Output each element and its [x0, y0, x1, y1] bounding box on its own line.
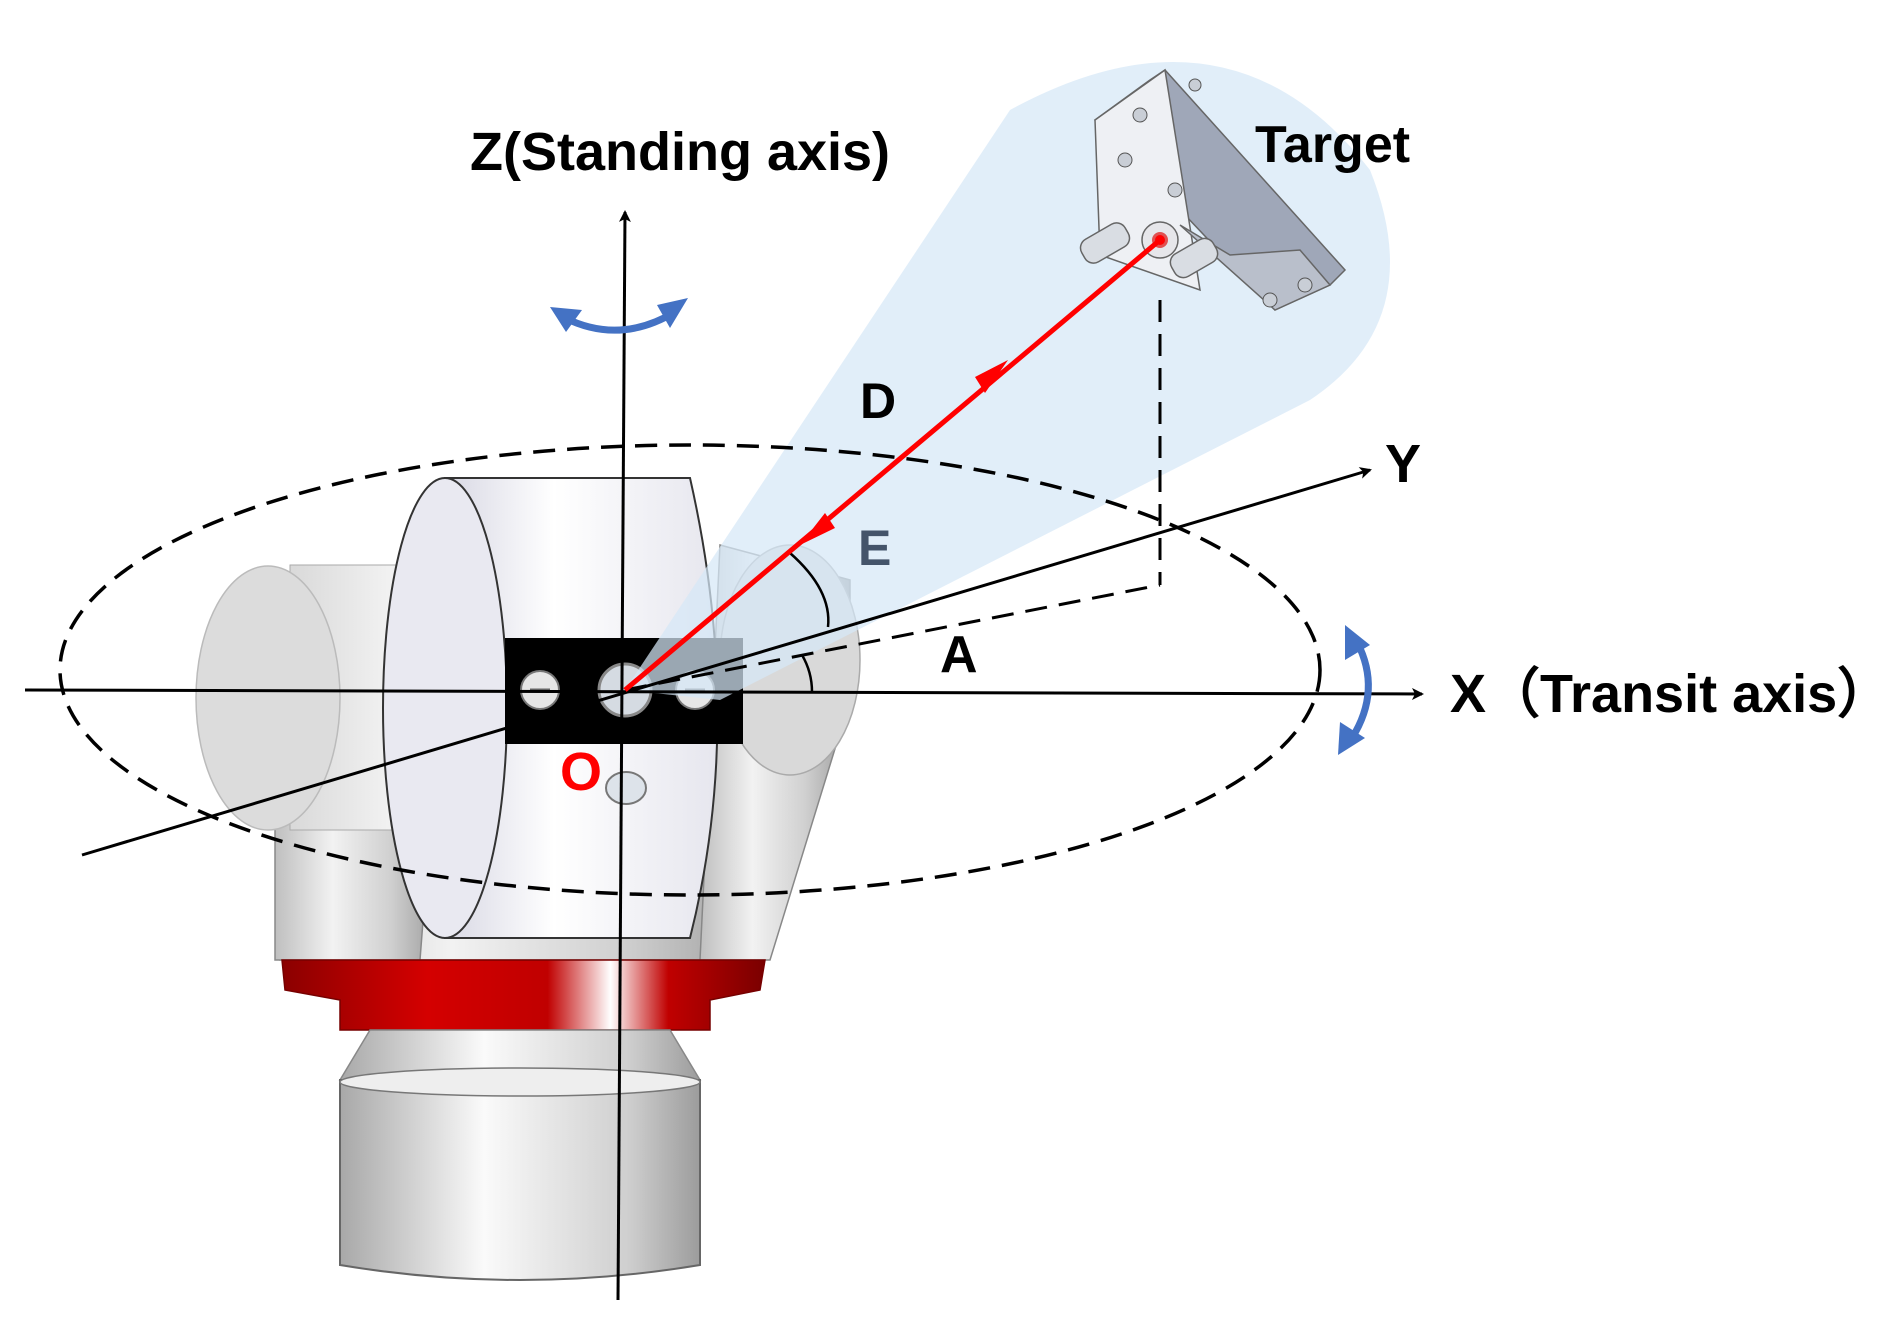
distance-label: D	[860, 373, 896, 429]
z-axis-line	[616, 210, 631, 1301]
azimuth-projection-line	[624, 583, 1161, 692]
x-axis-line	[24, 687, 1424, 700]
red-ring	[281, 959, 766, 1031]
lower-lens	[605, 771, 647, 805]
origin-label: O	[560, 742, 602, 802]
standing-axis-rotation-arrow	[550, 298, 688, 334]
elevation-angle-arc	[789, 552, 830, 628]
y-axis-line	[81, 467, 1372, 857]
base-top-rim	[339, 1067, 701, 1097]
transit-axis-rotation-arrow	[1338, 625, 1372, 755]
beam-arrow-outgoing	[975, 360, 1008, 393]
elevation-label: E	[858, 520, 891, 576]
laser-beam	[623, 235, 1165, 692]
target-label: Target	[1255, 116, 1410, 174]
axes	[24, 210, 1424, 1301]
left-cap-face	[195, 565, 341, 831]
target-device	[1079, 68, 1347, 311]
base-cylinder	[339, 1079, 701, 1281]
y-axis-label: Y	[1385, 434, 1421, 494]
azimuth-angle-arc	[800, 654, 814, 693]
z-axis-label: Z(Standing axis)	[470, 122, 890, 182]
x-axis-label: X（Transit axis）	[1450, 664, 1890, 724]
beam-arrow-return	[800, 513, 835, 545]
horizontal-rotation-circle	[58, 443, 1322, 897]
azimuth-label: A	[940, 626, 978, 684]
